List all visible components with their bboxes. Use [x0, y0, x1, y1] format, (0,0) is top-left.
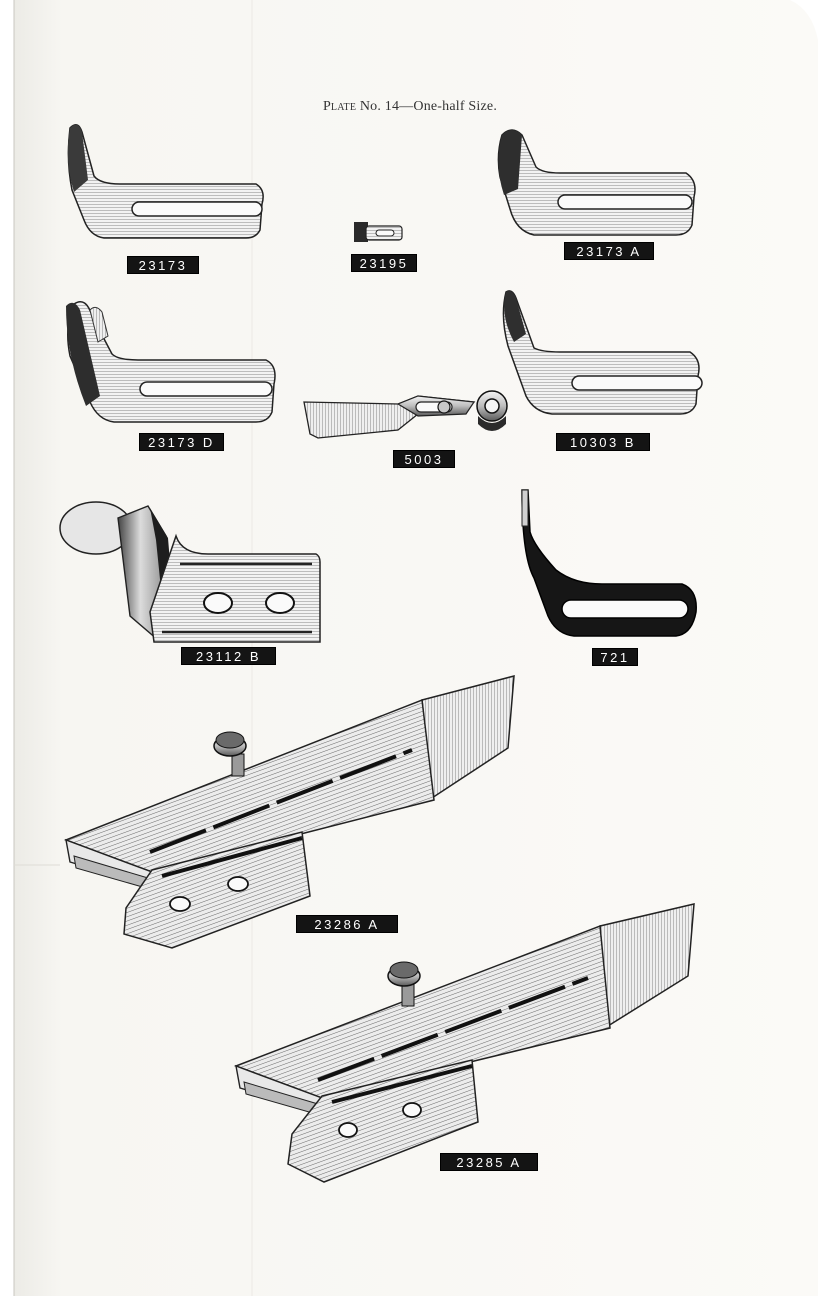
part-721-illustration [516, 486, 702, 646]
part-23173d-illustration [60, 296, 280, 436]
part-label-23173-d: 23173 D [139, 433, 224, 451]
part-label-23173: 23173 [127, 256, 199, 274]
part-23112b-illustration [58, 496, 326, 646]
part-5003-illustration [298, 384, 518, 454]
plate-caption: Plate No. 14—One-half Size. [0, 99, 820, 115]
part-label-721: 721 [592, 648, 638, 666]
part-label-10303-b: 10303 B [556, 433, 650, 451]
plate-caption-prefix: Plate [323, 99, 356, 114]
part-label-23112-b: 23112 B [181, 647, 276, 665]
part-label-5003: 5003 [393, 450, 455, 468]
plate-caption-rest: No. 14—One-half Size. [356, 99, 497, 114]
part-23173-illustration [60, 120, 270, 250]
part-23173a-illustration [494, 125, 704, 245]
part-10303b-illustration [494, 286, 704, 426]
part-23285a-illustration [232, 900, 702, 1190]
part-label-23173-a: 23173 A [564, 242, 654, 260]
part-label-23195: 23195 [351, 254, 417, 272]
part-label-23285-a: 23285 A [440, 1153, 538, 1171]
part-23195-illustration [350, 218, 410, 248]
